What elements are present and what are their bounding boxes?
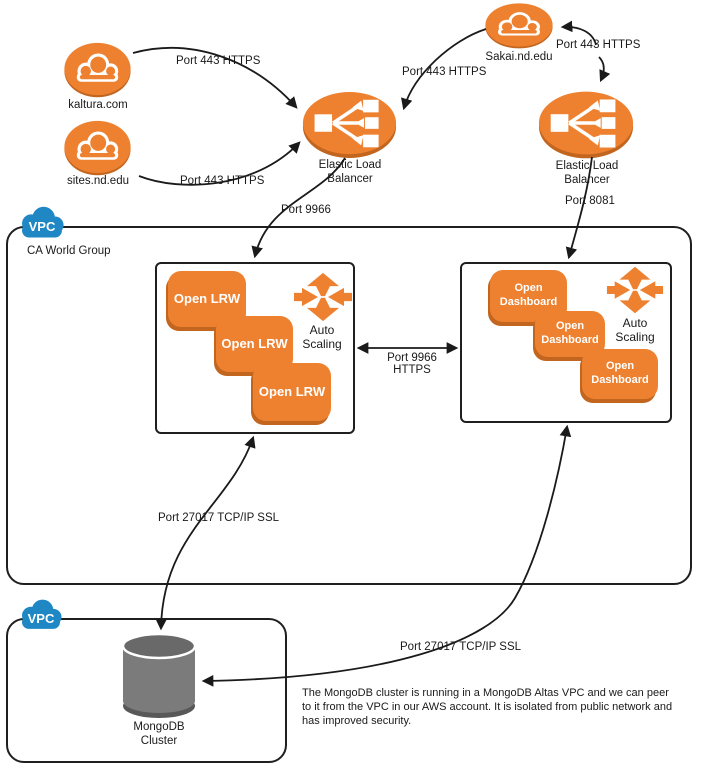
auto-scaling-right-label: Auto Scaling — [615, 316, 655, 345]
note-line-3: has improved security. — [302, 714, 412, 727]
lrw-instance-1: Open LRW — [168, 271, 246, 327]
vpc-mongo-badge: VPC — [15, 596, 67, 635]
edge-label-lrw-dashboard: Port 9966 HTTPS — [372, 352, 452, 376]
elb-left-label: Elastic Load Balancer — [318, 159, 382, 185]
edge-label-lrw-dashboard-port: Port 9966 — [387, 352, 437, 364]
edge-label-sites-elb: Port 443 HTTPS — [180, 175, 265, 187]
vpc-group-name: CA World Group — [27, 245, 111, 257]
vpc-main-badge: VPC — [15, 203, 69, 244]
cloud-sites-icon — [64, 120, 131, 176]
note-line-1: The MongoDB cluster is running in a Mong… — [302, 687, 669, 699]
lrw-instance-2: Open LRW — [216, 316, 293, 372]
auto-scaling-left-icon — [294, 272, 352, 322]
elb-right-icon — [538, 91, 634, 159]
edge-label-lrw-dashboard-protocol: HTTPS — [393, 364, 431, 376]
note-text: The MongoDB cluster is running in a Mong… — [302, 687, 694, 729]
vpc-mongo-box — [6, 618, 287, 763]
auto-scaling-right-icon — [606, 266, 664, 314]
edge-label-kaltura-elb: Port 443 HTTPS — [176, 55, 261, 67]
edge-label-sakai-right-elb: Port 443 HTTPS — [556, 39, 641, 51]
edge-label-lrw-mongo: Port 27017 TCP/IP SSL — [158, 512, 280, 524]
cloud-sites-label: sites.nd.edu — [66, 175, 129, 187]
edge-label-elb-dashboard: Port 8081 — [565, 195, 615, 207]
cloud-sakai-icon — [485, 3, 553, 49]
dashboard-instance-2: Open Dashboard — [535, 311, 605, 357]
dashboard-instance-3: Open Dashboard — [582, 349, 658, 399]
elb-left-icon — [302, 91, 397, 158]
edge-label-sakai-left-elb: Port 443 HTTPS — [402, 66, 487, 78]
vpc-mongo-badge-label: VPC — [27, 611, 55, 626]
vpc-main-badge-label: VPC — [28, 219, 56, 234]
auto-scaling-left-label: Auto Scaling — [302, 323, 342, 352]
cloud-kaltura-icon — [64, 42, 131, 98]
vpc-cloud-icon — [22, 206, 64, 238]
mongodb-label: MongoDB Cluster — [133, 721, 185, 747]
cloud-kaltura-label: kaltura.com — [68, 99, 128, 111]
edge-label-elb-lrw: Port 9966 — [281, 204, 331, 216]
cloud-sakai-label: Sakai.nd.edu — [485, 51, 553, 63]
elb-right-label: Elastic Load Balancer — [555, 160, 619, 186]
mongodb-cylinder-icon — [121, 633, 197, 718]
note-line-2: to it from the VPC in our AWS account. I… — [302, 700, 673, 713]
lrw-instance-3: Open LRW — [253, 363, 331, 421]
vpc-cloud-icon — [22, 599, 62, 629]
edge-sakai-right-elb — [598, 56, 611, 83]
edge-label-dashboard-mongo: Port 27017 TCP/IP SSL — [400, 641, 522, 653]
